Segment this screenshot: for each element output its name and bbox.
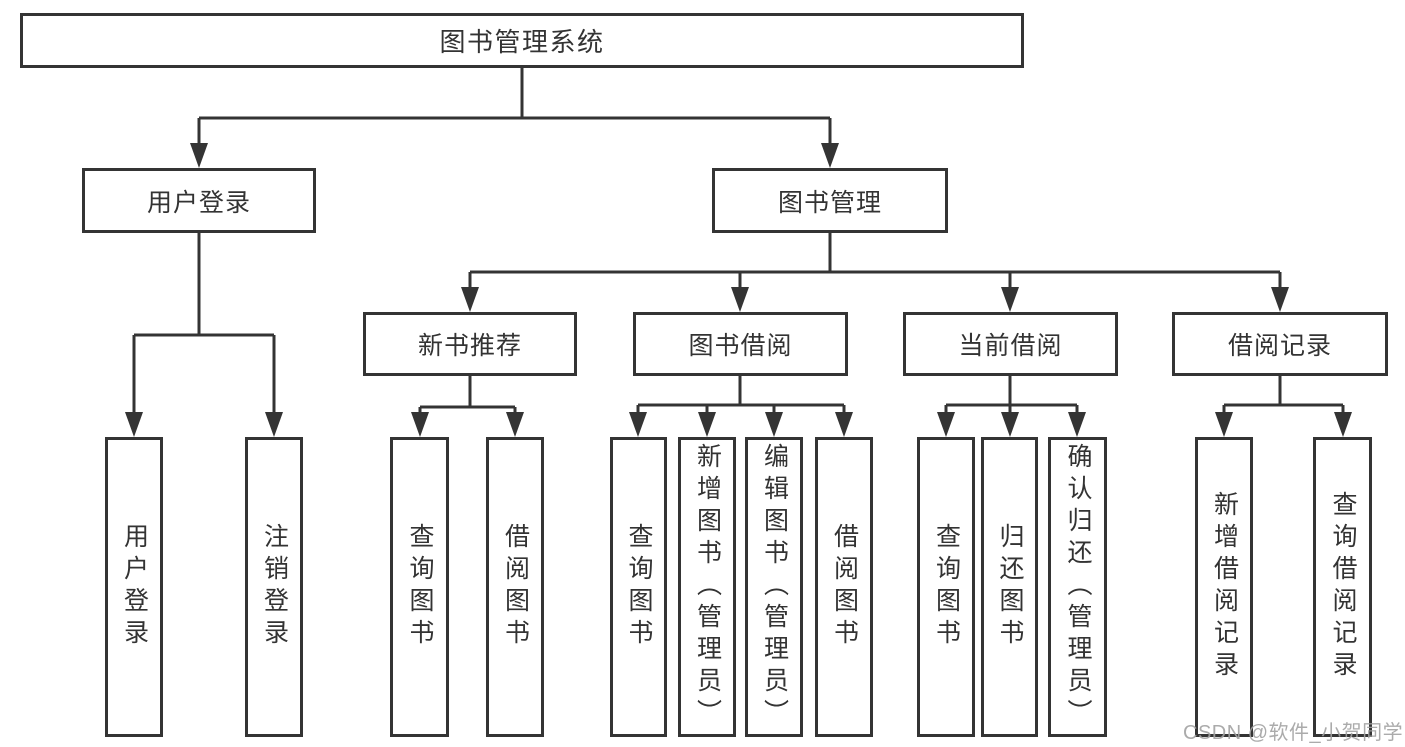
arrowhead-icon — [698, 412, 716, 437]
leaf-query-books-borrow: 查询图书 — [610, 437, 667, 737]
leaf-query-books-current-label: 查询图书 — [932, 523, 961, 651]
arrowhead-icon — [1001, 412, 1019, 437]
arrowhead-icon — [411, 412, 429, 437]
arrowhead-icon — [506, 412, 524, 437]
leaf-borrow-books-recommend: 借阅图书 — [486, 437, 544, 737]
leaf-borrow-books-2: 借阅图书 — [815, 437, 873, 737]
arrowhead-icon — [1334, 412, 1352, 437]
arrowhead-icon — [265, 412, 283, 437]
leaf-edit-book-admin-label: 编辑图书（管理员） — [760, 443, 789, 731]
arrowhead-icon — [1215, 412, 1233, 437]
arrowhead-icon — [937, 412, 955, 437]
node-book-management: 图书管理 — [712, 168, 948, 233]
leaf-edit-book-admin: 编辑图书（管理员） — [745, 437, 803, 737]
node-borrow-records-label: 借阅记录 — [1227, 332, 1332, 360]
leaf-query-books-borrow-label: 查询图书 — [625, 523, 653, 651]
leaf-user-login-label: 用户登录 — [120, 523, 149, 651]
leaf-return-book-label: 归还图书 — [996, 523, 1024, 651]
arrowhead-icon — [765, 412, 783, 437]
leaf-add-borrow-record-label: 新增借阅记录 — [1210, 491, 1239, 683]
node-new-book-recommend: 新书推荐 — [363, 312, 577, 376]
leaf-borrow-books-recommend-label: 借阅图书 — [501, 523, 530, 651]
leaf-add-book-admin: 新增图书（管理员） — [678, 437, 736, 737]
leaf-return-book: 归还图书 — [981, 437, 1038, 737]
leaf-confirm-return-admin: 确认归还（管理员） — [1048, 437, 1107, 737]
node-book-borrow-label: 图书借阅 — [688, 332, 793, 360]
node-user-login: 用户登录 — [82, 168, 316, 233]
arrowhead-icon — [835, 412, 853, 437]
leaf-borrow-books-2-label: 借阅图书 — [830, 523, 859, 651]
arrowhead-icon — [1068, 412, 1086, 437]
leaf-user-login: 用户登录 — [105, 437, 163, 737]
leaf-add-book-admin-label: 新增图书（管理员） — [693, 443, 722, 731]
arrowhead-icon — [821, 143, 839, 168]
leaf-logout: 注销登录 — [245, 437, 303, 737]
arrowhead-icon — [1001, 287, 1019, 312]
leaf-add-borrow-record: 新增借阅记录 — [1195, 437, 1253, 737]
leaf-query-books-recommend: 查询图书 — [390, 437, 449, 737]
node-borrow-records: 借阅记录 — [1172, 312, 1388, 376]
node-root-label: 图书管理系统 — [439, 27, 605, 57]
arrowhead-icon — [190, 143, 208, 168]
arrowhead-icon — [629, 412, 647, 437]
node-current-borrow-label: 当前借阅 — [958, 332, 1063, 360]
node-book-borrow: 图书借阅 — [633, 312, 848, 376]
leaf-query-books-recommend-label: 查询图书 — [406, 523, 434, 651]
node-root: 图书管理系统 — [20, 13, 1024, 68]
arrowhead-icon — [461, 287, 479, 312]
leaf-query-borrow-record-label: 查询借阅记录 — [1329, 491, 1357, 683]
leaf-query-books-current: 查询图书 — [917, 437, 975, 737]
arrowhead-icon — [1271, 287, 1289, 312]
node-new-book-recommend-label: 新书推荐 — [417, 332, 522, 360]
node-current-borrow: 当前借阅 — [903, 312, 1118, 376]
leaf-query-borrow-record: 查询借阅记录 — [1313, 437, 1372, 737]
node-user-login-label: 用户登录 — [146, 188, 251, 217]
arrowhead-icon — [125, 412, 143, 437]
arrowhead-icon — [731, 287, 749, 312]
node-book-management-label: 图书管理 — [777, 188, 882, 217]
csdn-watermark: CSDN @软件_小贺同学 — [1183, 722, 1404, 744]
leaf-confirm-return-admin-label: 确认归还（管理员） — [1064, 443, 1092, 731]
leaf-logout-label: 注销登录 — [260, 523, 289, 651]
